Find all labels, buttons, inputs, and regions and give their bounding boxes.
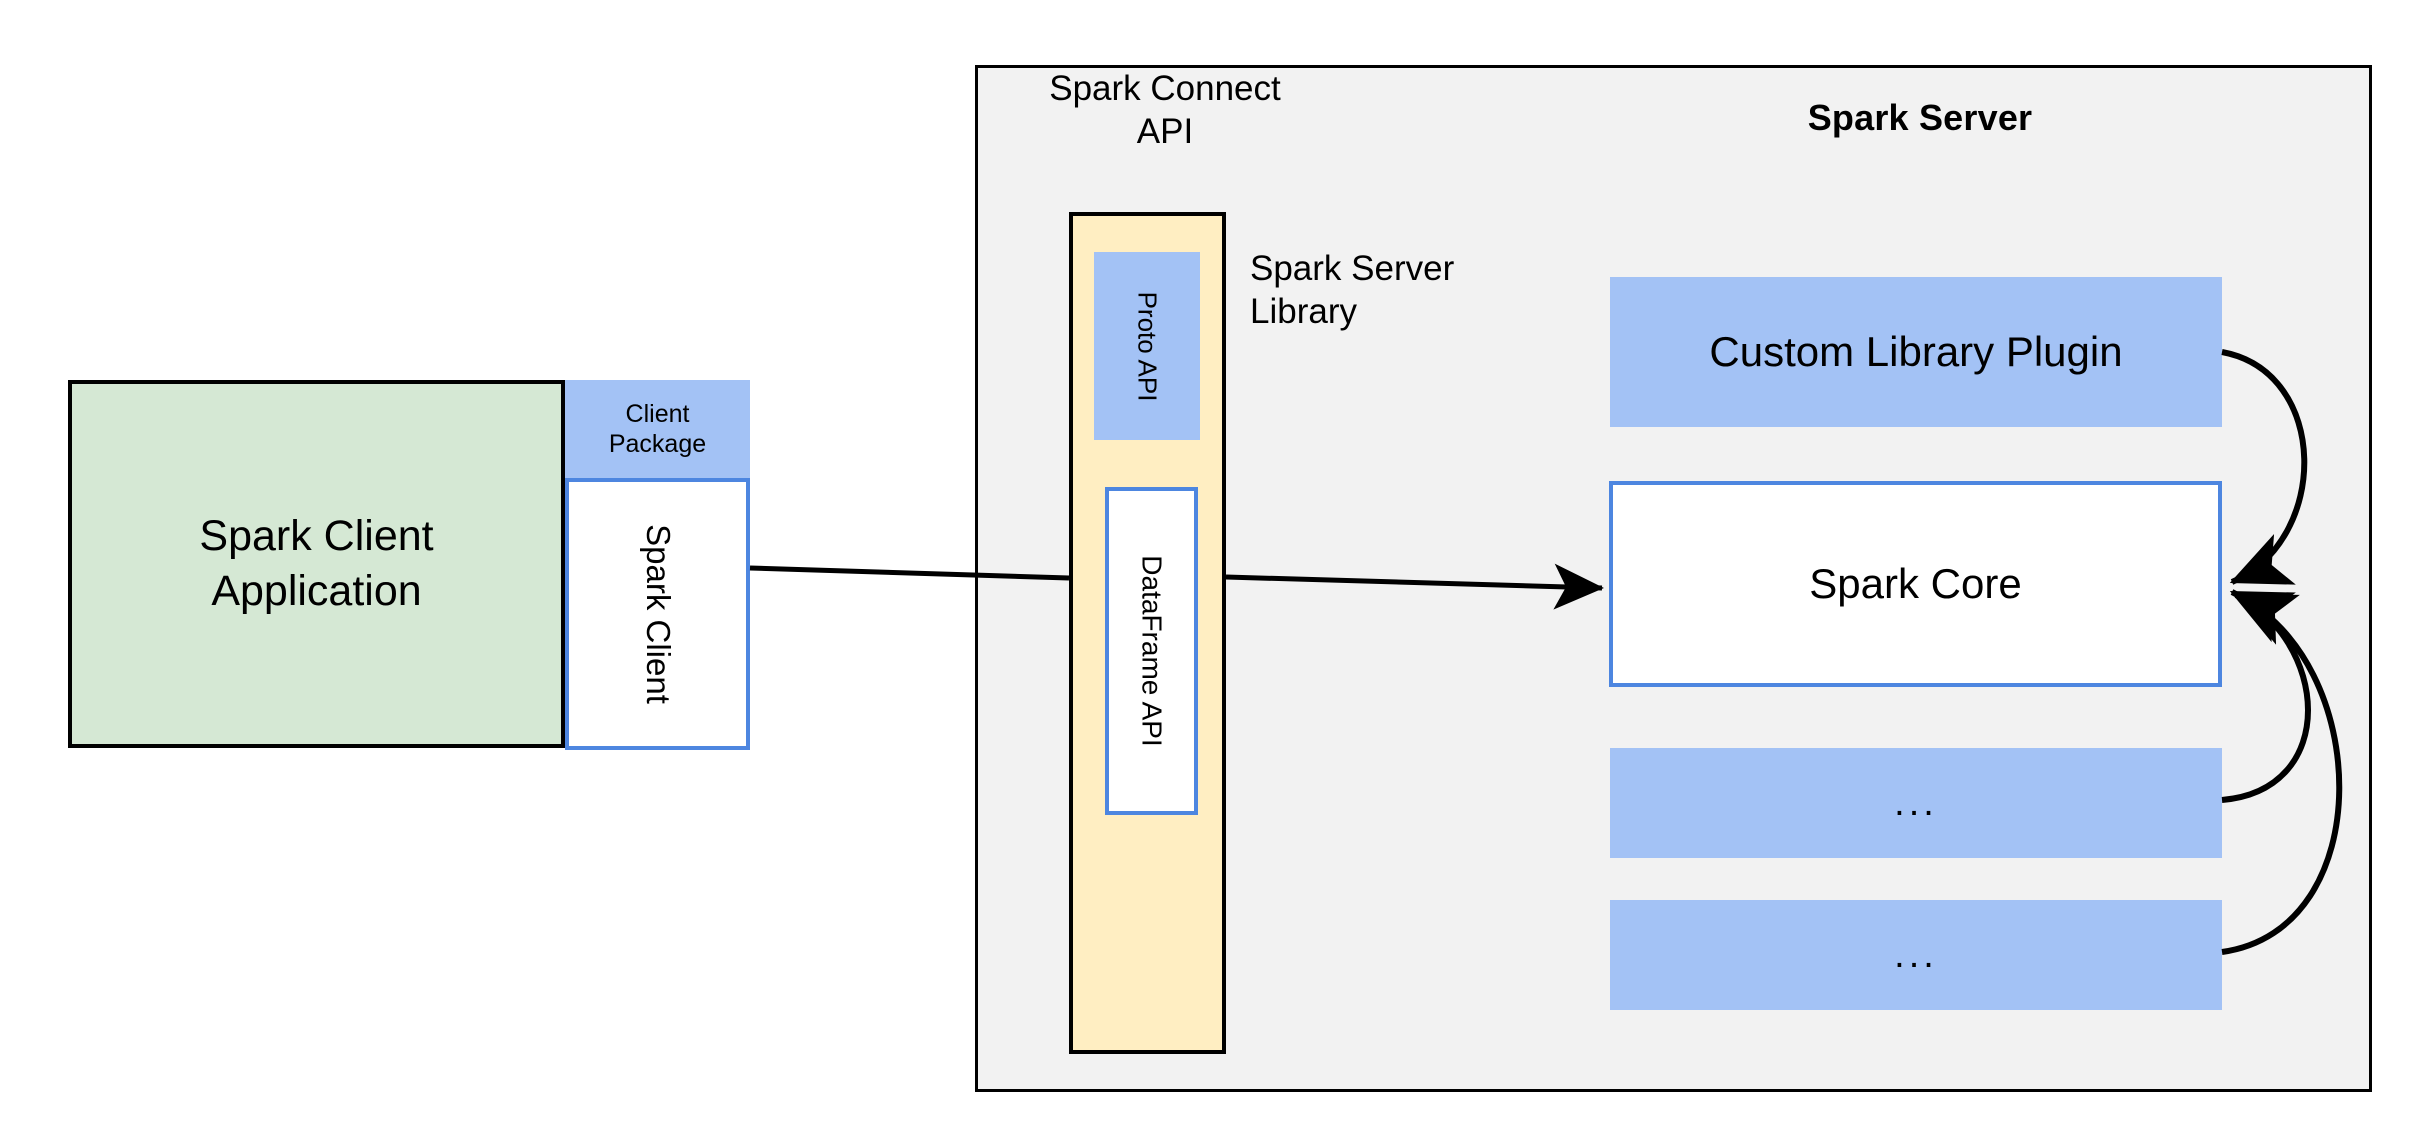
spark-connect-api-label-line1: Spark Connect [1049,69,1281,108]
spark-client-box: Spark Client [565,478,750,750]
spark-server-library-label-line1: Spark Server [1250,249,1455,288]
proto-api-box: Proto API [1094,252,1200,440]
dataframe-api-label: DataFrame API [1136,555,1168,747]
module-ellipsis-box-2: ... [1610,900,2222,1010]
spark-connect-api-label-line2: API [1136,111,1194,151]
spark-server-title: Spark Server [1807,97,2033,138]
dataframe-api-box: DataFrame API [1105,487,1198,815]
spark-client-application-box: Spark Client Application [68,380,565,748]
client-package-label-line2: Package [608,430,707,458]
spark-client-application-line2: Application [211,567,422,615]
spark-client-application-line1: Spark Client [199,511,434,560]
spark-server-library-label-line2: Library [1250,291,1357,331]
spark-client-label: Spark Client [639,524,677,704]
custom-library-plugin-box: Custom Library Plugin [1610,277,2222,427]
spark-core-box: Spark Core [1609,481,2222,687]
spark-server-library-label: Spark Server Library [1250,248,1570,333]
client-package-box: Client Package [565,380,750,478]
client-package-label-line1: Client [625,399,690,428]
module-ellipsis-box-1: ... [1610,748,2222,858]
proto-api-label: Proto API [1132,291,1163,401]
spark-connect-api-label: Spark Connect API [1000,68,1330,153]
